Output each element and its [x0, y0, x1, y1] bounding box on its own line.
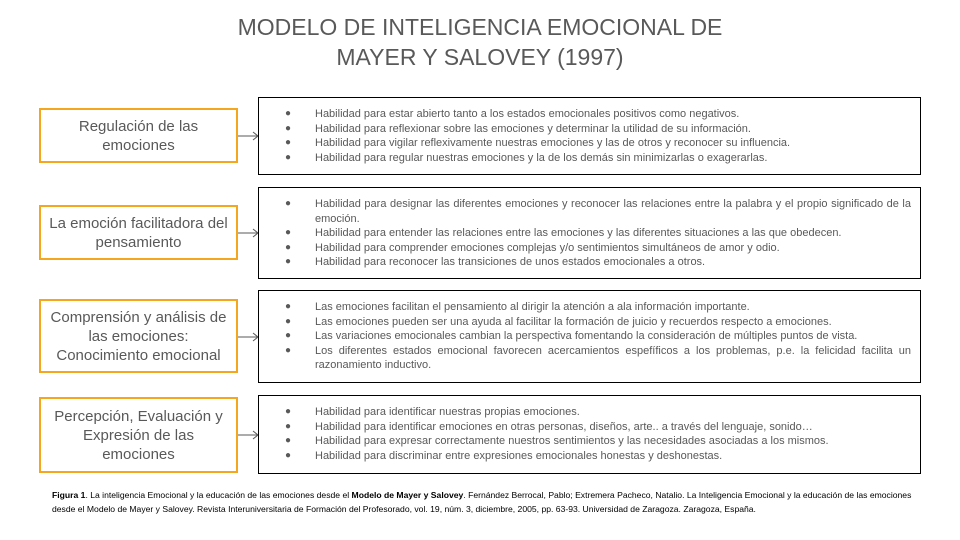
- branch-label-percepcion: Percepción, Evaluación y Expresión de la…: [39, 397, 238, 473]
- arrow-right-icon: [238, 131, 259, 141]
- title-line-1: MODELO DE INTELIGENCIA EMOCIONAL DE: [237, 14, 723, 40]
- caption-text-rest: . Fernández Berrocal, Pablo; Extremera P…: [52, 490, 912, 514]
- list-item-text: Habilidad para reconocer las transicione…: [315, 256, 706, 268]
- branch-label-line: Expresión de las: [83, 426, 194, 444]
- list-item-text: Habilidad para reflexionar sobre las emo…: [315, 122, 751, 135]
- bullet-icon: ●: [285, 227, 292, 238]
- list-item-text: Las emociones pueden ser una ayuda al fa…: [315, 315, 832, 328]
- list-item: ● Las variaciones emocionales cambian la …: [259, 329, 911, 344]
- list-item: ● Habilidad para reflexionar sobre las em…: [259, 122, 911, 137]
- bullet-icon: ●: [285, 198, 292, 209]
- list-item-text: Habilidad para vigilar reflexivamente nu…: [315, 137, 791, 149]
- bullet-icon: ●: [285, 108, 292, 119]
- list-item: ● Habilidad para entender las relaciones …: [259, 226, 911, 241]
- list-item-text: Habilidad para expresar correctamente nu…: [315, 435, 829, 447]
- list-item: ● Las emociones pueden ser una ayuda al f…: [259, 315, 911, 330]
- caption-text-lead: . La inteligencia Emocional y la educaci…: [85, 490, 352, 500]
- bullet-icon: ●: [285, 241, 292, 253]
- arrow-right-icon: [238, 228, 259, 238]
- list-item: ● Habilidad para estar abierto tanto a lo…: [259, 107, 911, 122]
- list-item-text: Habilidad para designar las diferentes e…: [315, 198, 911, 225]
- bullet-icon: ●: [285, 330, 292, 341]
- list-item-text: Habilidad para estar abierto tanto a los…: [315, 108, 740, 120]
- caption-bold-text: Modelo de Mayer y Salovey: [351, 490, 464, 500]
- list-item-text: Habilidad para identificar emociones en …: [315, 420, 813, 433]
- ability-list: ● Habilidad para estar abierto tanto a lo…: [259, 107, 911, 165]
- bullet-icon: ●: [285, 315, 292, 327]
- detail-box-facilitadora: ● Habilidad para designar las diferentes …: [258, 187, 921, 279]
- arrow-right-icon: [238, 430, 259, 440]
- list-item: ● Habilidad para discriminar entre expres…: [259, 449, 911, 464]
- branch-label-line: Conocimiento emocional: [56, 346, 221, 364]
- branch-label-line: emociones: [102, 445, 175, 463]
- list-item-text: Habilidad para regular nuestras emocione…: [315, 151, 768, 164]
- list-item-text: Habilidad para discriminar entre expresi…: [315, 449, 723, 462]
- bullet-icon: ●: [285, 151, 292, 163]
- list-item-text: Las emociones facilitan el pensamiento a…: [315, 301, 750, 313]
- list-item-text: Habilidad para comprender emociones comp…: [315, 241, 780, 254]
- branch-label-line: La emoción facilitadora del: [49, 214, 228, 232]
- title-line-2: MAYER Y SALOVEY (1997): [336, 44, 624, 70]
- list-item: ● Las emociones facilitan el pensamiento …: [259, 300, 911, 315]
- caption-figure-label: Figura 1: [52, 490, 86, 500]
- bullet-icon: ●: [285, 256, 292, 267]
- ability-list: ● Las emociones facilitan el pensamiento …: [259, 300, 911, 373]
- list-item: ● Habilidad para expresar correctamente n…: [259, 434, 911, 449]
- bullet-icon: ●: [285, 344, 292, 356]
- list-item: ● Habilidad para reconocer las transicion…: [259, 255, 911, 270]
- bullet-icon: ●: [285, 435, 292, 446]
- branch-label-line: Percepción, Evaluación y: [54, 407, 223, 425]
- branch-label-line: las emociones:: [88, 327, 189, 345]
- list-item: ● Habilidad para vigilar reflexivamente n…: [259, 136, 911, 151]
- detail-box-comprension: ● Las emociones facilitan el pensamiento …: [258, 290, 921, 383]
- branch-label-comprension: Comprensión y análisis de las emociones:…: [39, 299, 238, 373]
- list-item-text: Las variaciones emocionales cambian la p…: [315, 330, 858, 342]
- detail-box-percepcion: ● Habilidad para identificar nuestras pro…: [258, 395, 921, 474]
- branch-label-line: emociones: [102, 136, 175, 154]
- branch-label-facilitadora: La emoción facilitadora del pensamiento: [39, 205, 238, 260]
- list-item-text: Habilidad para identificar nuestras prop…: [315, 406, 580, 418]
- bullet-icon: ●: [285, 406, 292, 417]
- list-item: ● Habilidad para designar las diferentes …: [259, 197, 911, 226]
- figure-caption: Figura 1. La inteligencia Emocional y la…: [52, 488, 922, 516]
- branch-label-regulacion: Regulación de las emociones: [39, 108, 238, 163]
- detail-box-regulacion: ● Habilidad para estar abierto tanto a lo…: [258, 97, 921, 175]
- list-item: ● Habilidad para identificar emociones en…: [259, 420, 911, 435]
- arrow-right-icon: [238, 332, 259, 342]
- page-title: MODELO DE INTELIGENCIA EMOCIONAL DE MAYE…: [180, 12, 780, 72]
- ability-list: ● Habilidad para designar las diferentes …: [259, 197, 911, 270]
- branch-label-line: Regulación de las: [78, 117, 199, 135]
- list-item: ● Habilidad para identificar nuestras pro…: [259, 405, 911, 420]
- list-item-text: Habilidad para entender las relaciones e…: [315, 227, 842, 239]
- list-item: ● Habilidad para comprender emociones com…: [259, 241, 911, 256]
- branch-label-line: pensamiento: [95, 233, 182, 251]
- bullet-icon: ●: [285, 449, 292, 461]
- bullet-icon: ●: [285, 137, 292, 148]
- list-item-text: Los diferentes estados emocional favorec…: [315, 344, 911, 372]
- ability-list: ● Habilidad para identificar nuestras pro…: [259, 405, 911, 463]
- bullet-icon: ●: [285, 420, 292, 432]
- bullet-icon: ●: [285, 122, 292, 134]
- list-item: ● Habilidad para regular nuestras emocion…: [259, 151, 911, 166]
- list-item: ● Los diferentes estados emocional favore…: [259, 344, 911, 373]
- bullet-icon: ●: [285, 301, 292, 312]
- branch-label-line: Comprensión y análisis de: [50, 308, 227, 326]
